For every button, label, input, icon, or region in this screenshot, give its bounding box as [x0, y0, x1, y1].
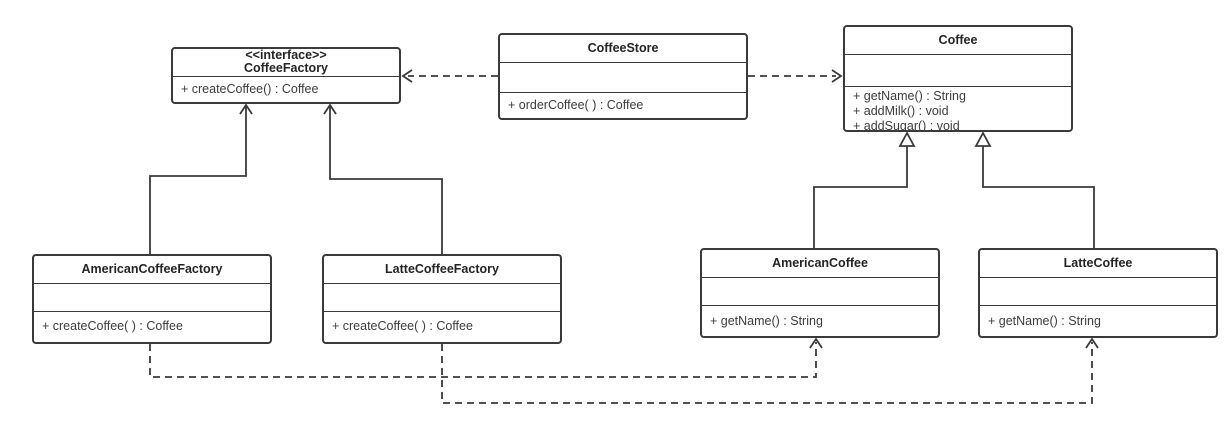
- method-label: + getName() : String: [710, 313, 823, 328]
- methods-compartment: + getName() : String: [980, 305, 1216, 336]
- realization-american-coffee-factory-to-coffee-factory[interactable]: [149, 103, 253, 254]
- class-name: CoffeeStore: [587, 40, 659, 55]
- class-coffee-store[interactable]: CoffeeStore + orderCoffee( ) : Coffee: [498, 33, 748, 120]
- realization-latte-coffee-factory-to-coffee-factory[interactable]: [323, 103, 443, 254]
- fields-compartment: [34, 282, 270, 311]
- fields-compartment: [845, 53, 1071, 86]
- class-name: LatteCoffeeFactory: [385, 261, 499, 276]
- method-label: + addSugar() : void: [853, 119, 960, 130]
- fields-compartment: [980, 277, 1216, 305]
- methods-compartment: + createCoffee() : Coffee: [173, 75, 399, 103]
- dependency-american-coffee-factory-to-american-coffee[interactable]: [149, 337, 823, 378]
- class-latte-coffee-header: LatteCoffee: [980, 250, 1216, 277]
- class-name: LatteCoffee: [1063, 255, 1133, 270]
- stereotype-label: <<interface>>: [245, 47, 327, 62]
- class-coffee-store-header: CoffeeStore: [500, 35, 746, 62]
- class-american-coffee-factory[interactable]: AmericanCoffeeFactory + createCoffee( ) …: [32, 254, 272, 344]
- methods-compartment: + getName() : String: [702, 305, 938, 336]
- fields-compartment: [324, 282, 560, 311]
- methods-compartment: + createCoffee( ) : Coffee: [324, 310, 560, 343]
- inheritance-american-coffee-to-coffee[interactable]: [813, 131, 916, 248]
- class-latte-coffee[interactable]: LatteCoffee + getName() : String: [978, 248, 1218, 338]
- method-label: + getName() : String: [853, 88, 966, 103]
- method-label: + addMilk() : void: [853, 103, 949, 118]
- method-label: + getName() : String: [988, 313, 1101, 328]
- class-coffee[interactable]: Coffee + getName() : String + addMilk() …: [843, 25, 1073, 132]
- method-label: + orderCoffee( ) : Coffee: [508, 98, 644, 112]
- fields-compartment: [500, 62, 746, 92]
- dependency-latte-coffee-factory-to-latte-coffee[interactable]: [441, 337, 1099, 404]
- dependency-coffee-store-to-coffee-factory[interactable]: [401, 69, 498, 83]
- class-coffee-factory[interactable]: <<interface>> CoffeeFactory + createCoff…: [171, 47, 401, 104]
- method-label: + createCoffee( ) : Coffee: [332, 319, 473, 334]
- class-name: AmericanCoffeeFactory: [81, 261, 223, 276]
- class-latte-coffee-factory[interactable]: LatteCoffeeFactory + createCoffee( ) : C…: [322, 254, 562, 344]
- class-american-coffee-header: AmericanCoffee: [702, 250, 938, 277]
- class-coffee-header: Coffee: [845, 27, 1071, 54]
- class-name: Coffee: [938, 32, 978, 47]
- methods-compartment: + createCoffee( ) : Coffee: [34, 310, 270, 343]
- dependency-coffee-store-to-coffee[interactable]: [748, 69, 843, 83]
- class-american-coffee[interactable]: AmericanCoffee + getName() : String: [700, 248, 940, 338]
- class-coffee-factory-header: <<interface>> CoffeeFactory: [173, 49, 399, 76]
- class-american-coffee-factory-header: AmericanCoffeeFactory: [34, 256, 270, 283]
- inheritance-latte-coffee-to-coffee[interactable]: [974, 131, 1095, 248]
- fields-compartment: [702, 277, 938, 305]
- class-latte-coffee-factory-header: LatteCoffeeFactory: [324, 256, 560, 283]
- methods-compartment: + getName() : String + addMilk() : void …: [845, 85, 1071, 130]
- method-label: + createCoffee() : Coffee: [181, 81, 319, 96]
- class-name: CoffeeFactory: [243, 61, 329, 76]
- method-label: + createCoffee( ) : Coffee: [42, 319, 183, 334]
- methods-compartment: + orderCoffee( ) : Coffee: [500, 92, 746, 118]
- class-name: AmericanCoffee: [772, 255, 868, 270]
